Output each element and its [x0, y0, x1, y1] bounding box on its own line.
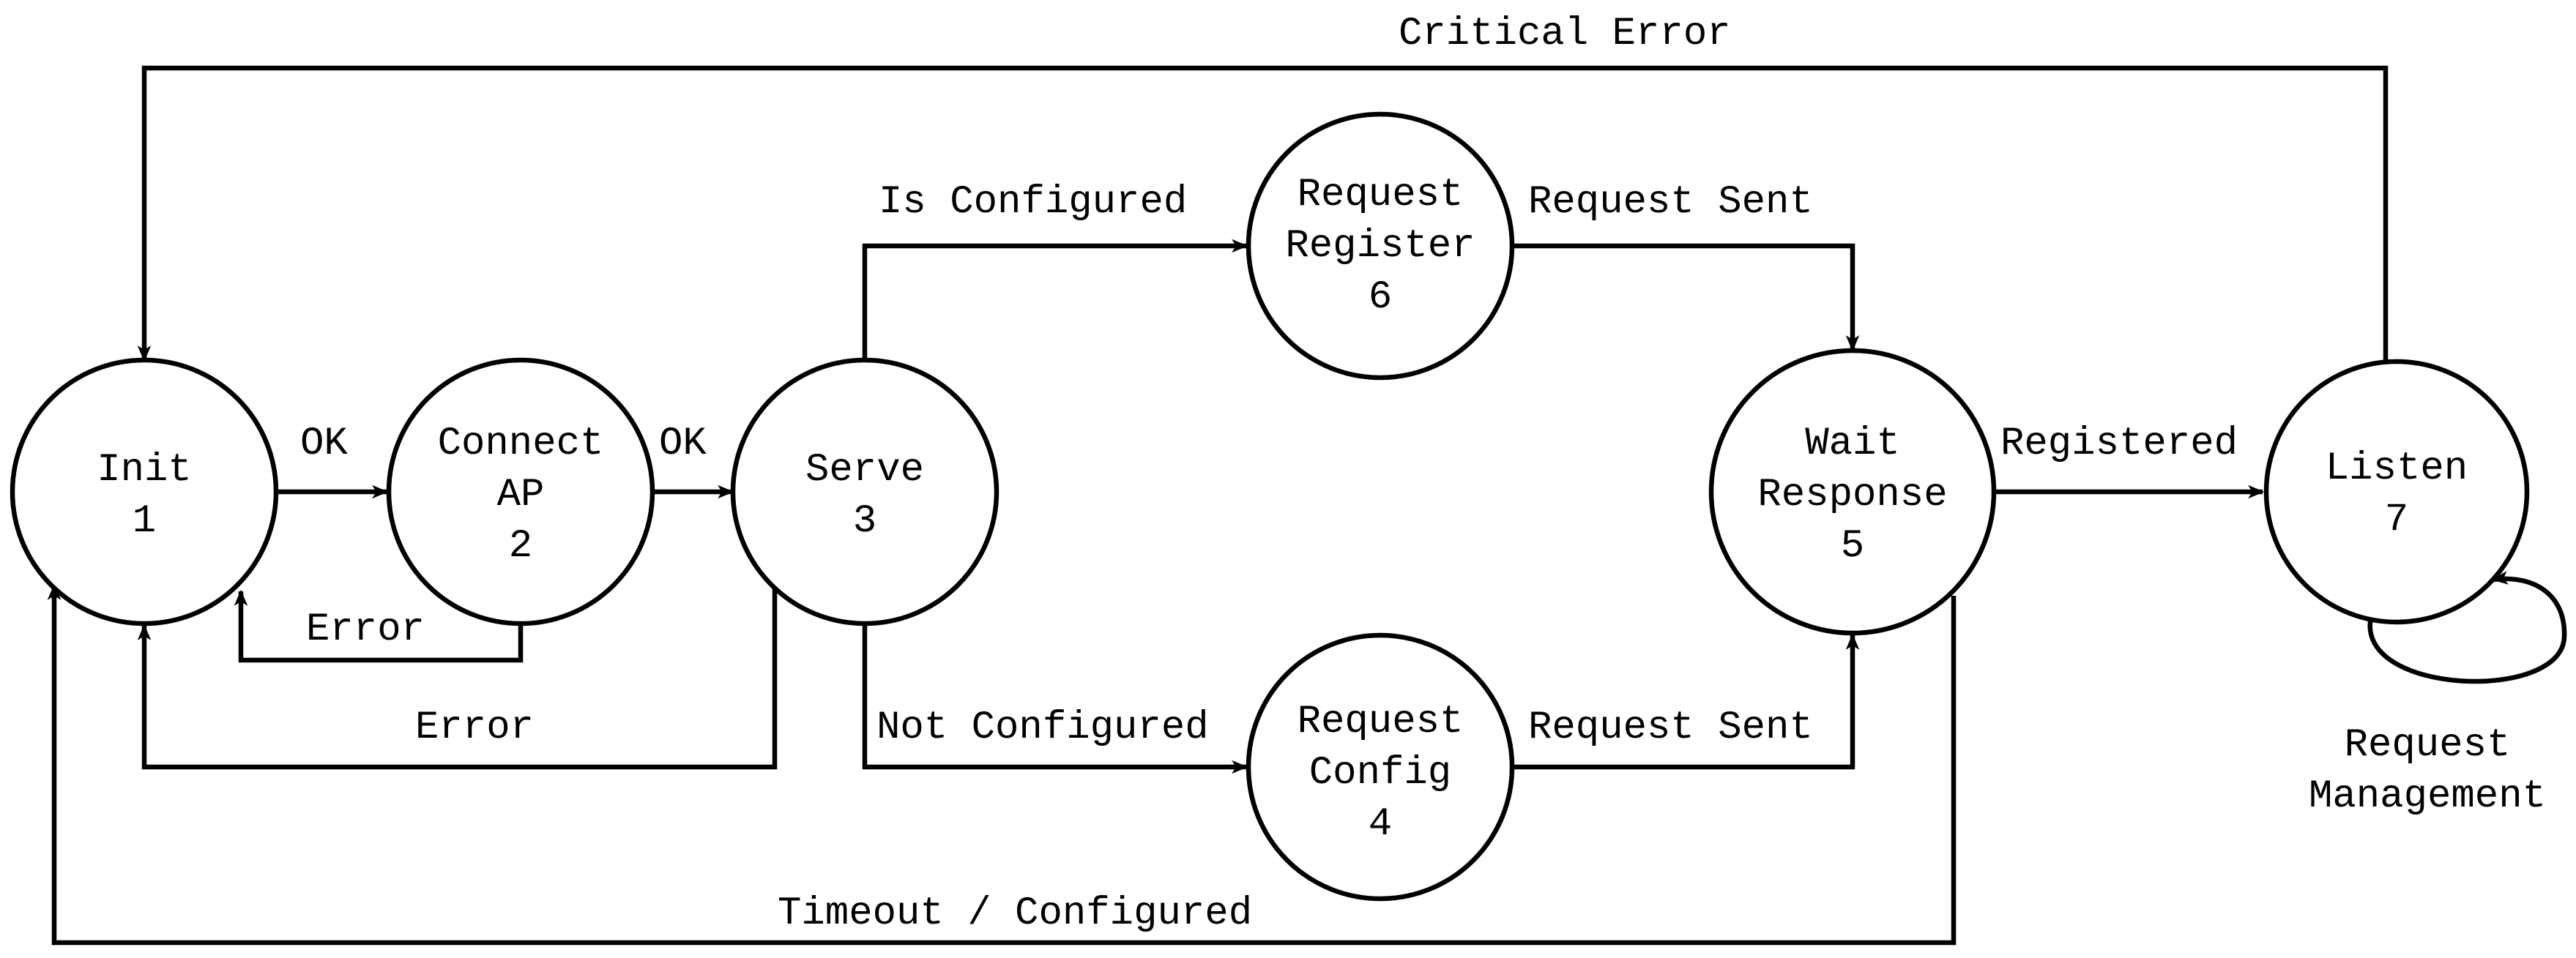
state-connect-ap-line-3: 2	[509, 524, 532, 569]
edge-serve-error	[137, 585, 778, 770]
state-request-register-line-2: Register	[1285, 224, 1475, 269]
state-request-register-line-3: 6	[1369, 275, 1392, 320]
label-config-request-sent: Request Sent	[1528, 706, 1813, 750]
state-request-register-line-1: Request	[1298, 173, 1464, 217]
state-request-config: Request Config 4	[1246, 632, 1515, 902]
label-init-to-connect-ok: OK	[300, 422, 348, 466]
label-connect-to-serve-ok: OK	[659, 422, 707, 466]
state-request-config-line-2: Config	[1309, 751, 1451, 796]
state-wait-response-line-3: 5	[1841, 524, 1864, 569]
state-serve: Serve 3	[730, 357, 999, 626]
edge-connect-ap-error	[234, 589, 524, 663]
state-serve-line-2: 3	[853, 499, 876, 544]
label-is-configured: Is Configured	[879, 180, 1187, 225]
state-request-config-line-1: Request	[1298, 700, 1464, 744]
edge-timeout-configured	[47, 583, 1957, 946]
state-init: Init 1	[10, 357, 279, 626]
state-init-line-1: Init	[97, 448, 192, 493]
state-request-config-line-3: 4	[1369, 802, 1392, 847]
state-serve-line-1: Serve	[805, 448, 924, 493]
state-connect-ap: Connect AP 2	[386, 357, 655, 626]
state-init-line-2: 1	[133, 499, 156, 544]
edge-register-request-sent	[1514, 243, 1860, 352]
state-connect-ap-line-1: Connect	[438, 422, 604, 466]
label-registered: Registered	[2000, 422, 2238, 466]
state-wait-response-line-2: Response	[1757, 473, 1947, 517]
edge-critical-error	[137, 65, 2389, 366]
state-request-register: Request Register 6	[1246, 111, 1515, 381]
state-listen-line-2: 7	[2385, 498, 2408, 542]
state-listen-line-1: Listen	[2326, 446, 2468, 491]
edge-config-request-sent	[1514, 633, 1860, 770]
state-listen: Listen 7	[2263, 359, 2530, 625]
label-request-management-line-2: Management	[2309, 774, 2546, 819]
state-wait-response: Wait Response 5	[1708, 348, 1997, 636]
label-timeout-configured: Timeout / Configured	[778, 891, 1252, 936]
state-connect-ap-line-2: AP	[497, 473, 545, 517]
label-register-request-sent: Request Sent	[1528, 180, 1813, 225]
label-critical-error: Critical Error	[1399, 12, 1731, 56]
label-serve-error: Error	[415, 706, 534, 750]
edge-not-configured	[862, 626, 1248, 774]
state-wait-response-line-1: Wait	[1805, 422, 1900, 466]
label-not-configured: Not Configured	[876, 706, 1209, 750]
label-connect-error: Error	[306, 607, 425, 652]
edge-request-management-loop	[2367, 571, 2567, 684]
label-request-management-line-1: Request	[2345, 723, 2511, 768]
edge-is-configured	[862, 239, 1248, 359]
